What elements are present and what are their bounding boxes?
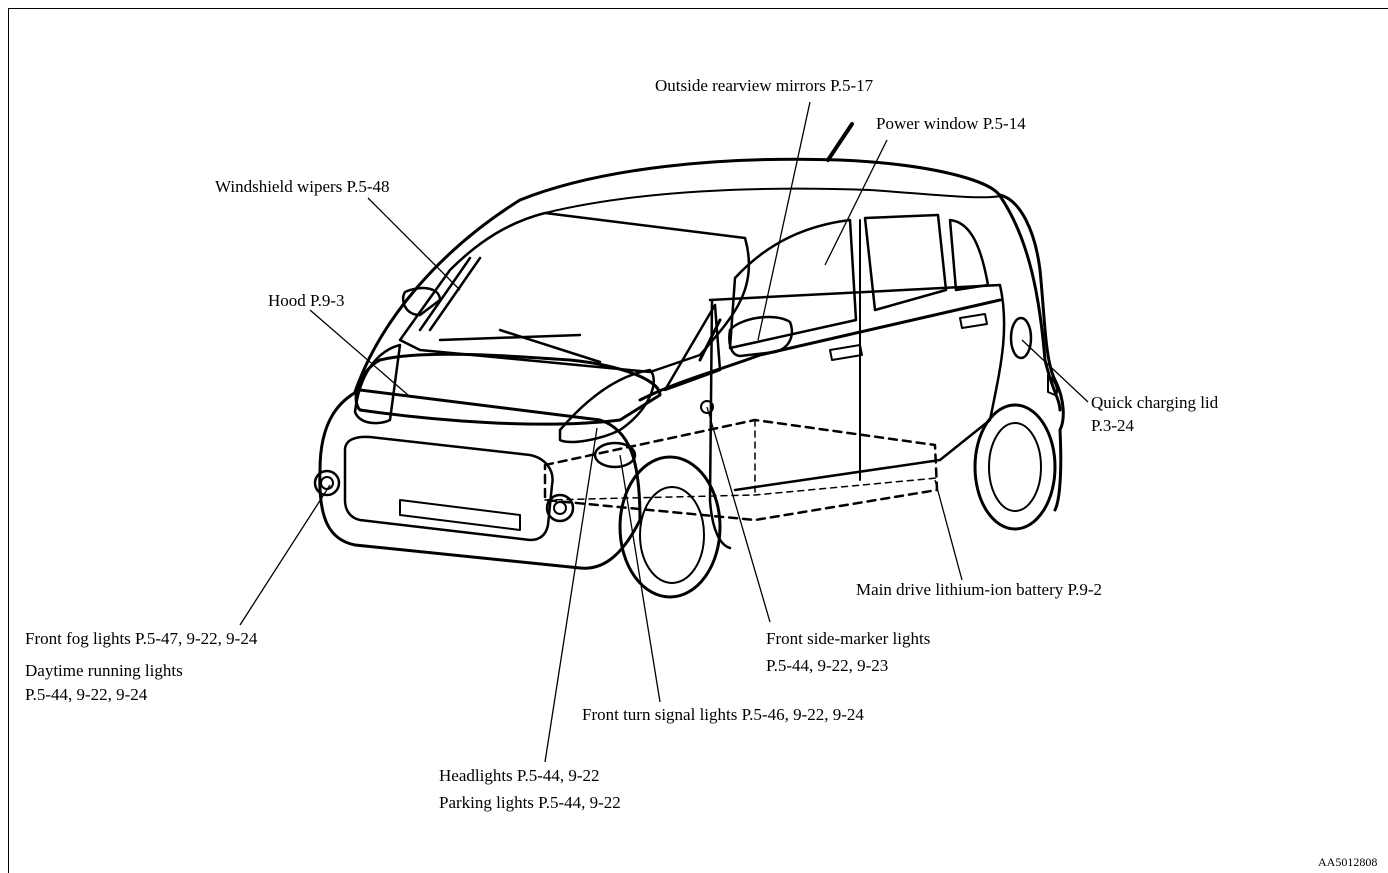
a-pillar-window	[663, 303, 722, 392]
leader-battery	[934, 479, 963, 581]
label-side-marker-lights-pages: P.5-44, 9-22, 9-23	[766, 656, 889, 675]
body-side	[638, 298, 1002, 402]
door-bottom	[708, 283, 1006, 492]
label-daytime-running-lights-pages: P.5-44, 9-22, 9-24	[25, 685, 148, 704]
headlight-left	[353, 343, 402, 425]
outside-mirror	[728, 315, 794, 358]
label-parking-lights: Parking lights P.5-44, 9-22	[439, 793, 621, 812]
label-main-battery: Main drive lithium-ion battery P.9-2	[856, 580, 1102, 599]
front-door-window	[728, 218, 858, 350]
fog-light-right	[545, 493, 575, 523]
front-grille	[343, 435, 554, 542]
leader-charging-lid	[1021, 339, 1089, 403]
label-quick-charging-lid: Quick charging lid	[1091, 393, 1219, 412]
door-handle-rear	[959, 313, 988, 329]
side-marker-light	[700, 400, 714, 414]
rear-quarter-window	[948, 218, 990, 292]
roof-outline	[353, 157, 1062, 412]
label-headlights: Headlights P.5-44, 9-22	[439, 766, 600, 785]
wipers	[418, 256, 602, 364]
diagram-frame	[8, 8, 1388, 873]
leader-wipers	[367, 197, 461, 291]
label-hood: Hood P.9-3	[268, 291, 345, 310]
left-mirror	[401, 286, 442, 317]
label-daytime-running-lights: Daytime running lights	[25, 661, 183, 680]
front-door	[708, 298, 732, 550]
label-quick-charging-lid-page: P.3-24	[1091, 416, 1134, 435]
leader-fog	[239, 484, 331, 626]
rear-wheel	[973, 403, 1057, 531]
front-bumper	[318, 388, 642, 570]
label-front-fog-lights: Front fog lights P.5-47, 9-22, 9-24	[25, 629, 258, 648]
label-windshield-wipers: Windshield wipers P.5-48	[215, 177, 390, 196]
hood	[354, 352, 662, 426]
label-power-window: Power window P.5-14	[876, 114, 1026, 133]
windshield	[398, 211, 751, 374]
headlight-right	[558, 368, 655, 444]
front-wheel	[618, 455, 722, 599]
leader-turn-signal	[619, 454, 661, 703]
fog-light-left	[313, 469, 341, 497]
leader-mirror	[757, 101, 811, 341]
label-side-marker-lights: Front side-marker lights	[766, 629, 931, 648]
leader-lines	[239, 101, 1089, 763]
label-turn-signal-lights: Front turn signal lights P.5-46, 9-22, 9…	[582, 705, 864, 724]
figure-code: AA5012808	[1318, 855, 1378, 869]
rear-door-window	[863, 213, 948, 312]
quick-charging-lid	[1009, 316, 1033, 360]
leader-side-marker	[706, 406, 771, 623]
label-outside-mirrors: Outside rearview mirrors P.5-17	[655, 76, 874, 95]
leader-power-window	[824, 139, 888, 266]
antenna	[826, 122, 854, 162]
door-handle-front	[829, 344, 863, 361]
leader-headlights	[544, 427, 598, 763]
leader-hood	[309, 309, 409, 396]
